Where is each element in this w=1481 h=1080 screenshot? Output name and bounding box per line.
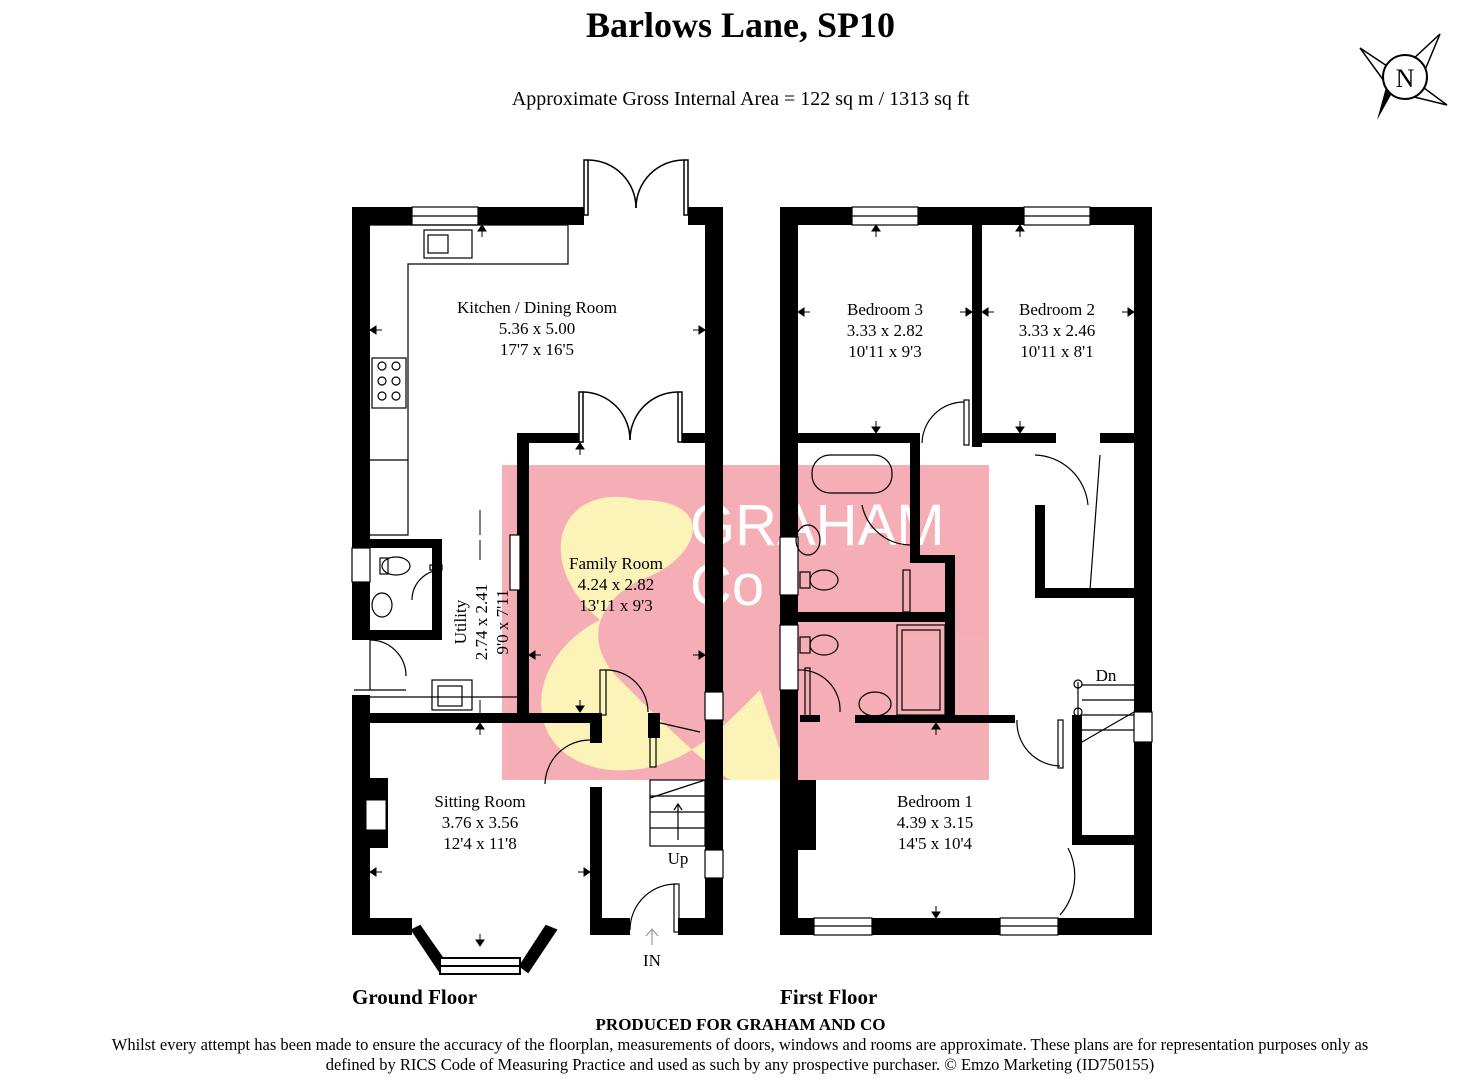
first-measure-arrows xyxy=(797,224,1135,919)
room-name: Utility xyxy=(451,599,470,644)
watermark: GRAHAM Co xyxy=(502,465,989,780)
first-floor-label: First Floor xyxy=(780,985,878,1009)
entrance-arrow-icon xyxy=(645,928,659,945)
room-imperial: 10'11 x 8'1 xyxy=(1020,342,1094,361)
room-metric: 3.76 x 3.56 xyxy=(442,813,519,832)
gross-area: Approximate Gross Internal Area = 122 sq… xyxy=(511,88,970,110)
ground-measure-arrows xyxy=(369,224,706,947)
compass-north-label: N xyxy=(1396,64,1415,93)
first-stairs xyxy=(1073,679,1135,743)
kitchen-units xyxy=(370,224,569,536)
bedroom-1-label: Bedroom 1 4.39 x 3.15 14'5 x 10'4 xyxy=(897,792,974,853)
room-imperial: 9'0 x 7'11 xyxy=(493,590,512,655)
wc-fixtures xyxy=(370,556,517,711)
first-floor-walls xyxy=(780,207,1152,935)
utility-label: Utility 2.74 x 2.41 9'0 x 7'11 xyxy=(451,584,512,661)
room-metric: 2.74 x 2.41 xyxy=(472,584,491,661)
room-imperial: 12'4 x 11'8 xyxy=(443,834,517,853)
room-name: Family Room xyxy=(569,554,663,573)
stairs-up-label: Up xyxy=(668,849,689,868)
room-name: Kitchen / Dining Room xyxy=(457,298,617,317)
bathroom-fixtures xyxy=(795,454,946,717)
room-name: Bedroom 3 xyxy=(847,300,923,319)
room-name: Sitting Room xyxy=(434,792,525,811)
room-name: Bedroom 1 xyxy=(897,792,973,811)
room-name: Bedroom 2 xyxy=(1019,300,1095,319)
family-room-label: Family Room 4.24 x 2.82 13'11 x 9'3 xyxy=(569,554,663,615)
sitting-room-label: Sitting Room 3.76 x 3.56 12'4 x 11'8 xyxy=(434,792,525,853)
room-metric: 5.36 x 5.00 xyxy=(499,319,576,338)
watermark-text-2: Co xyxy=(690,553,764,618)
bedroom-2-label: Bedroom 2 3.33 x 2.46 10'11 x 8'1 xyxy=(1019,300,1096,361)
french-doors-kitchen xyxy=(578,159,689,443)
compass-icon: N xyxy=(1359,33,1448,120)
room-imperial: 14'5 x 10'4 xyxy=(898,834,973,853)
ground-floor-label: Ground Floor xyxy=(352,985,478,1009)
entrance-label: IN xyxy=(643,951,661,970)
first-doors xyxy=(921,399,1101,916)
disclaimer: Whilst every attempt has been made to en… xyxy=(111,1035,1369,1074)
bay-window xyxy=(410,924,558,975)
ground-doors xyxy=(354,639,701,933)
room-metric: 4.24 x 2.82 xyxy=(578,575,655,594)
page-title: Barlows Lane, SP10 xyxy=(585,5,896,45)
room-imperial: 10'11 x 9'3 xyxy=(848,342,922,361)
produced-for: PRODUCED FOR GRAHAM AND CO xyxy=(595,1015,886,1034)
ground-floor-walls xyxy=(352,207,723,935)
ground-windows xyxy=(351,206,724,879)
room-metric: 3.33 x 2.46 xyxy=(1019,321,1096,340)
room-metric: 4.39 x 3.15 xyxy=(897,813,974,832)
kitchen-dining-label: Kitchen / Dining Room 5.36 x 5.00 17'7 x… xyxy=(457,298,617,359)
room-imperial: 17'7 x 16'5 xyxy=(500,340,574,359)
bedroom-3-label: Bedroom 3 3.33 x 2.82 10'11 x 9'3 xyxy=(847,300,924,361)
stairs-down-label: Dn xyxy=(1096,666,1117,685)
room-imperial: 13'11 x 9'3 xyxy=(579,596,653,615)
watermark-text-1: GRAHAM xyxy=(690,493,945,558)
ground-stairs xyxy=(649,779,706,847)
first-windows xyxy=(779,206,1153,936)
room-metric: 3.33 x 2.82 xyxy=(847,321,924,340)
